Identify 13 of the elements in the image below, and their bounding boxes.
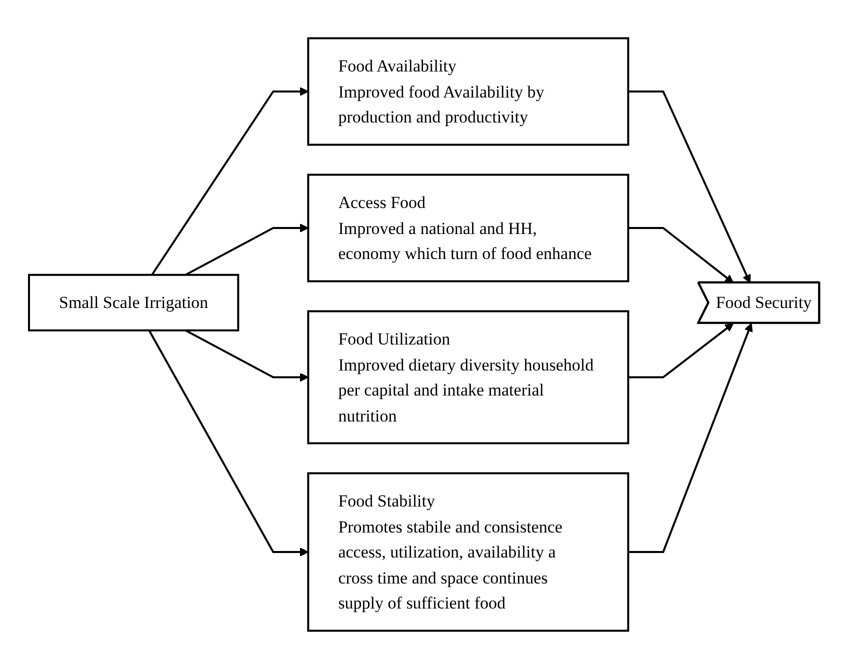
node-box: Food Stability Promotes stabile and consistence access, utilization, availability a cross time and space continues supply of sufficient food (308, 472, 630, 632)
arrow (628, 90, 752, 284)
arrow (148, 330, 309, 556)
arrow (628, 322, 754, 553)
arrow (152, 87, 309, 276)
arrow (628, 227, 734, 284)
node-box: Access Food Improved a national and HH, economy which turn of food enhance (308, 174, 630, 282)
arrow (185, 224, 309, 276)
node-box: Food Utilization Improved dietary diversity household per capital and intake material nutrition (308, 310, 630, 444)
node-box: Small Scale Irrigation (28, 274, 240, 332)
node-box: Food Availability Improved food Availability by production and productivity (308, 37, 630, 146)
arrow (185, 330, 309, 382)
arrow (628, 322, 734, 378)
